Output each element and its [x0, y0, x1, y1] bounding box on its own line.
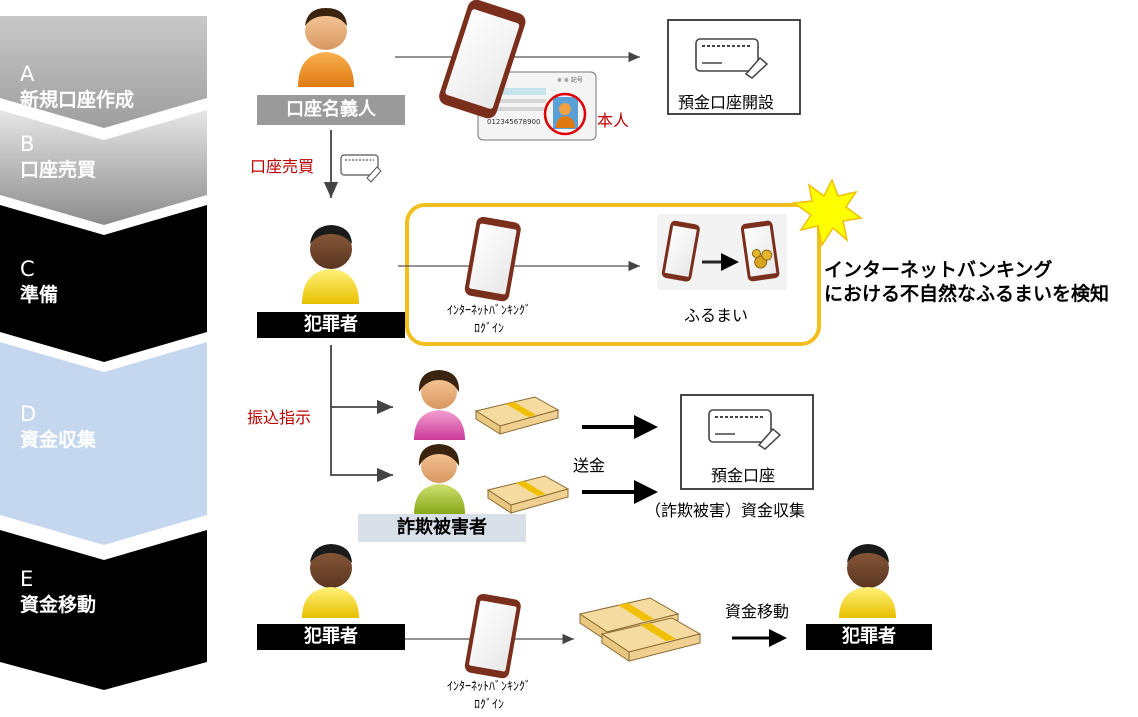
stage-a-letter: A — [20, 62, 35, 86]
collect-label: （詐欺被害）資金収集 — [645, 501, 806, 520]
stage-d-name: 資金収集 — [20, 429, 97, 451]
stage-d: D 資金収集 — [0, 342, 207, 545]
instruction-label: 振込指示 — [247, 408, 312, 427]
stage-e-name: 資金移動 — [20, 594, 97, 616]
stage-c-name: 準備 — [20, 284, 59, 306]
stage-b: B 口座売買 — [0, 110, 207, 225]
criminal-label-c: 犯罪者 — [257, 312, 405, 338]
stage-a-name: 新規口座作成 — [20, 89, 135, 111]
stage-a: A 新規口座作成 — [0, 16, 207, 128]
passbook-icon-d — [708, 409, 782, 450]
holder-person-icon — [298, 8, 354, 87]
self-label: 本人 — [597, 111, 630, 130]
stage-e-chevron — [0, 530, 207, 690]
smartphone-icon-e — [464, 593, 521, 679]
stage-c-chevron — [0, 205, 207, 362]
criminal-person-icon-e1 — [302, 544, 359, 618]
smartphone-icon-a — [439, 0, 526, 119]
stage-a-chevron — [0, 16, 207, 128]
remit-label: 送金 — [573, 456, 606, 475]
smartphone-money-icon — [740, 220, 780, 282]
victim-person-pink-icon — [414, 370, 465, 440]
detect-line1: インターネットバンキング — [824, 259, 1053, 281]
detection-highlight-box — [405, 203, 821, 346]
smartphone-icon-c2 — [661, 220, 700, 282]
passbook-icon-a — [695, 38, 769, 79]
smartphone-icon-c — [464, 216, 521, 302]
stage-e-letter: E — [20, 567, 34, 591]
detect-line2: における不自然なふるまいを検知 — [824, 283, 1110, 305]
behavior-label: ふるまい — [684, 306, 749, 325]
trade-label: 口座売買 — [250, 157, 315, 176]
id-card-header: ※ ※ 記号 — [557, 77, 583, 84]
move-label: 資金移動 — [725, 602, 790, 621]
stage-b-letter: B — [20, 132, 35, 156]
stage-d-chevron — [0, 342, 207, 545]
criminal-person-icon-c — [302, 225, 359, 304]
stage-c: C 準備 — [0, 205, 207, 362]
deposit-label: 預金口座 — [711, 466, 776, 485]
criminal-label-e2: 犯罪者 — [806, 624, 932, 650]
instruction-line — [330, 345, 393, 483]
stage-b-chevron — [0, 110, 207, 225]
stage-e: E 資金移動 — [0, 530, 207, 690]
id-card-number: 012345678900 — [487, 118, 541, 126]
stage-c-letter: C — [20, 257, 35, 281]
holder-label: 口座名義人 — [257, 95, 405, 125]
account-open-label: 預金口座開設 — [678, 93, 775, 112]
stage-b-name: 口座売買 — [20, 159, 97, 181]
id-card-icon — [477, 71, 597, 141]
criminal-person-icon-e2 — [839, 544, 896, 618]
login-label-c-line1: ｲﾝﾀｰﾈｯﾄﾊﾞﾝｷﾝｸﾞ — [446, 303, 531, 317]
login-label-c-line2: ﾛｸﾞｲﾝ — [473, 321, 504, 335]
passbook-icon-b — [340, 154, 382, 183]
money-stack-icon-2 — [486, 475, 570, 514]
stage-d-letter: D — [20, 402, 37, 426]
criminal-label-e1: 犯罪者 — [257, 624, 405, 650]
login-label-e-line2: ﾛｸﾞｲﾝ — [473, 697, 504, 711]
money-stack-icon-1 — [474, 396, 560, 435]
alert-burst-icon — [791, 178, 863, 247]
login-label-e-line1: ｲﾝﾀｰﾈｯﾄﾊﾞﾝｷﾝｸﾞ — [446, 679, 531, 693]
victims-label: 詐欺被害者 — [358, 514, 526, 542]
victim-person-green-icon — [414, 444, 465, 514]
money-stacks-large-icon — [578, 597, 702, 662]
